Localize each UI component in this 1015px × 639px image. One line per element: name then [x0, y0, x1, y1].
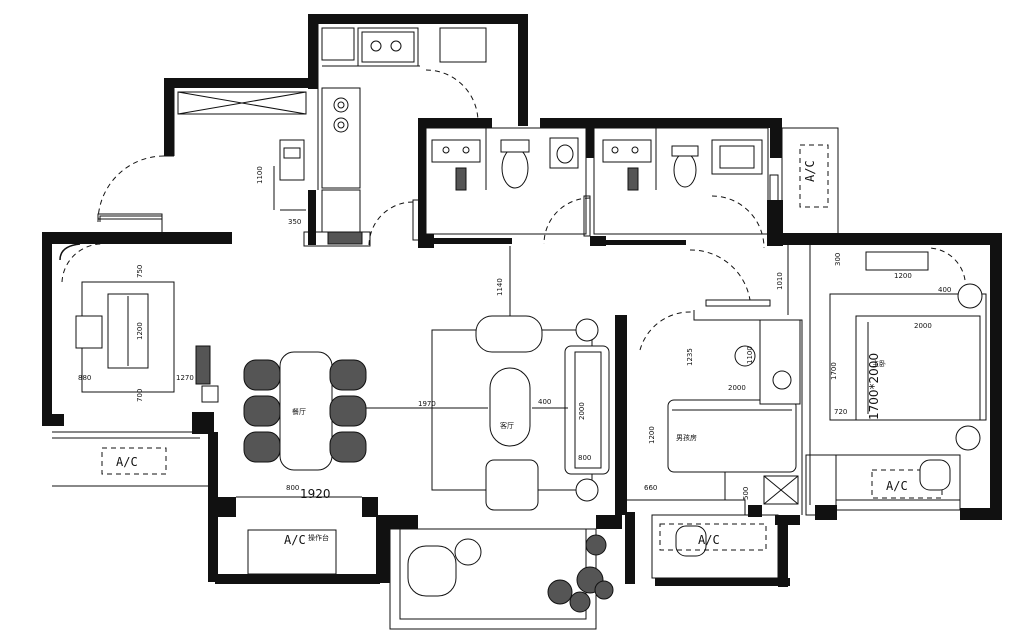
dim-1200-boy: 1200	[648, 426, 656, 444]
dim-2000-master: 2000	[914, 322, 932, 330]
boys-room	[659, 319, 801, 557]
label-sofa: 客厅	[500, 421, 514, 430]
label-workbench: 操作台	[308, 533, 329, 542]
dim-1140: 1140	[496, 278, 504, 296]
label-master: 主卧	[872, 359, 886, 368]
dim-2000-living: 2000	[578, 402, 586, 420]
dim-350: 350	[288, 218, 301, 226]
dim-1270: 1270	[176, 374, 194, 382]
dim-700: 700	[136, 389, 144, 402]
dim-300: 300	[834, 253, 842, 266]
dim-1700: 1700	[830, 362, 838, 380]
door-swings	[61, 69, 966, 351]
ac-label-master: A/C	[886, 479, 908, 493]
dim-400-living: 400	[538, 398, 551, 406]
dim-2000-boy: 2000	[728, 384, 746, 392]
kitchen	[273, 40, 402, 245]
label-boys-room: 男孩房	[676, 433, 697, 442]
dining	[236, 351, 367, 575]
balcony	[407, 534, 614, 613]
dim-720: 720	[834, 408, 847, 416]
dim-800-dining: 800	[286, 484, 299, 492]
dim-1970: 1970	[418, 400, 436, 408]
dim-1235: 1235	[686, 348, 694, 366]
bathrooms	[431, 137, 763, 191]
ac-labels: A/C A/C A/C A/C A/C	[116, 160, 908, 547]
walls	[42, 14, 1002, 587]
room-labels: 主卧 男孩房 客厅 餐厅 操作台	[292, 359, 886, 542]
dim-750: 750	[136, 265, 144, 278]
ac-label-bath: A/C	[803, 160, 817, 182]
label-dining: 餐厅	[292, 407, 306, 416]
dim-880: 880	[78, 374, 91, 382]
dim-1010: 1010	[776, 272, 784, 290]
living	[366, 315, 610, 511]
dim-1200-master: 1200	[894, 272, 912, 280]
dim-1920: 1920	[300, 487, 331, 501]
dim-500: 500	[742, 487, 750, 500]
ac-label-workbench: A/C	[284, 533, 306, 547]
dim-660: 660	[644, 484, 657, 492]
dim-1100: 1100	[256, 166, 264, 184]
dim-800-sofa: 800	[578, 454, 591, 462]
ac-label-study: A/C	[116, 455, 138, 469]
study	[59, 243, 219, 475]
ac-label-boys-room: A/C	[698, 533, 720, 547]
dim-1100-boy: 1100	[746, 346, 754, 364]
thin-walls	[52, 24, 961, 630]
dim-400-master: 400	[938, 286, 951, 294]
dim-1200-study: 1200	[136, 322, 144, 340]
dimension-labels: 1100 350 750 1200 880 1270 700 800 1920 …	[78, 166, 951, 501]
bed-size: 1700*2000	[867, 353, 881, 420]
master-bedroom	[829, 251, 987, 499]
